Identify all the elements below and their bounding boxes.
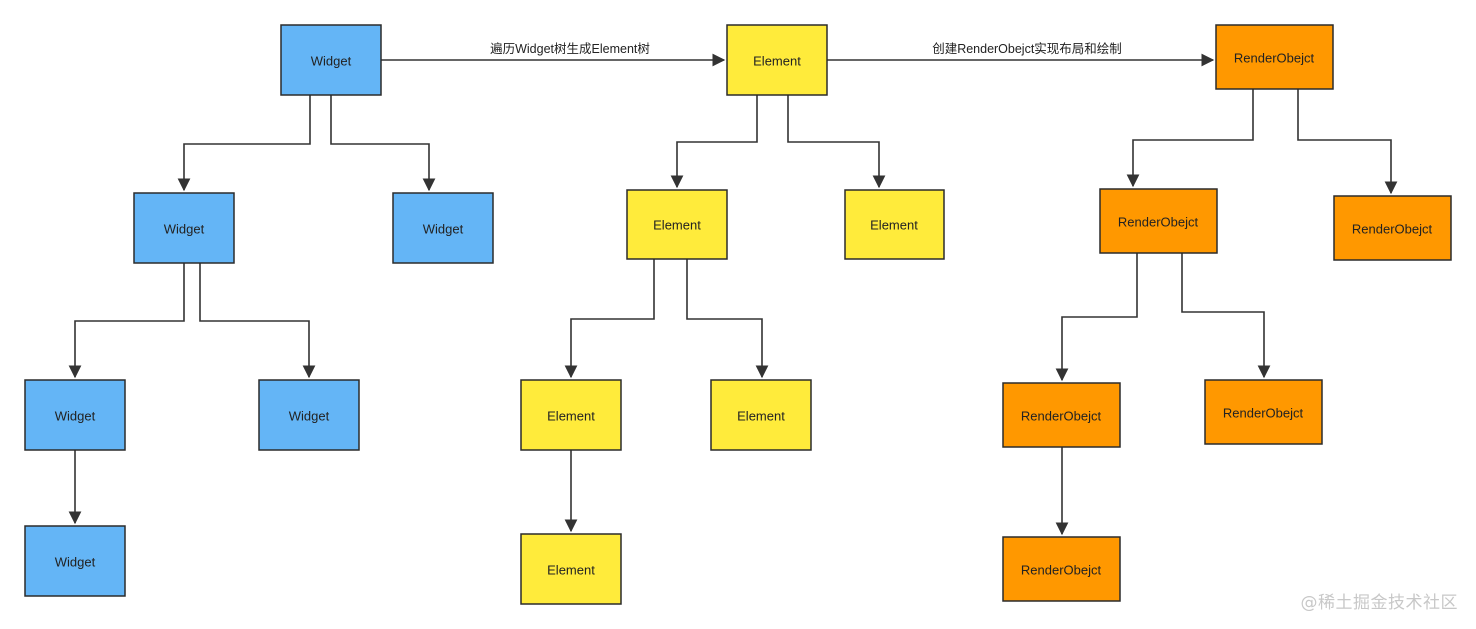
element-node: Element (844, 189, 945, 260)
edge-label-element-to-render: 创建RenderObejct实现布局和绘制 (932, 41, 1122, 56)
render-node: RenderObejct (1099, 188, 1218, 254)
edge-label-widget-to-element: 遍历Widget树生成Element树 (490, 41, 650, 56)
element-node-label: Element (753, 54, 801, 69)
element-tree: Element Element Element Element Element … (520, 24, 945, 605)
render-node: RenderObejct (1002, 382, 1121, 448)
render-node-label: RenderObejct (1021, 409, 1102, 424)
widget-node: Widget (24, 379, 126, 451)
edge-w1-w3 (330, 95, 436, 192)
element-node: Element (710, 379, 812, 451)
render-node-label: RenderObejct (1118, 215, 1199, 230)
widget-node-label: Widget (164, 222, 205, 237)
widget-tree-edges (68, 95, 436, 525)
edge-e1-e2 (670, 95, 758, 189)
widget-node: Widget (24, 525, 126, 597)
element-node-label: Element (547, 563, 595, 578)
element-node-label: Element (870, 218, 918, 233)
edge-r1-r2 (1126, 89, 1254, 188)
render-node: RenderObejct (1002, 536, 1121, 602)
element-node: Element (520, 533, 622, 605)
edge-e1-e3 (787, 95, 886, 189)
widget-node-label: Widget (289, 409, 330, 424)
element-node: Element (626, 189, 728, 260)
watermark: @稀土掘金技术社区 (1300, 593, 1458, 613)
element-node-label: Element (547, 409, 595, 424)
widget-node-label: Widget (311, 54, 352, 69)
edge-r2-r5 (1181, 253, 1271, 379)
edge-w2-w4 (68, 263, 185, 379)
widget-node: Widget (392, 192, 494, 264)
tree-transition-edges: 遍历Widget树生成Element树 创建RenderObejct实现布局和绘… (381, 41, 1215, 67)
edge-e2-e4 (564, 259, 655, 379)
edge-w2-w5 (199, 263, 316, 379)
element-node-label: Element (653, 218, 701, 233)
widget-node: Widget (258, 379, 360, 451)
render-node: RenderObejct (1333, 195, 1452, 261)
render-tree-edges (1055, 89, 1398, 536)
element-node-label: Element (737, 409, 785, 424)
edge-r1-r3 (1297, 89, 1398, 195)
widget-node-label: Widget (55, 409, 96, 424)
render-node-label: RenderObejct (1352, 222, 1433, 237)
edge-e2-e5 (686, 259, 769, 379)
render-node: RenderObejct (1204, 379, 1323, 445)
widget-tree: Widget Widget Widget Widget Widget Widge… (24, 24, 494, 597)
render-tree: RenderObejct RenderObejct RenderObejct R… (1002, 24, 1452, 602)
edge-w1-w2 (177, 95, 311, 192)
render-node-label: RenderObejct (1021, 563, 1102, 578)
render-node-label: RenderObejct (1234, 51, 1315, 66)
widget-node-label: Widget (55, 555, 96, 570)
render-node-root: RenderObejct (1215, 24, 1334, 90)
render-node-label: RenderObejct (1223, 406, 1304, 421)
element-tree-edges (564, 95, 886, 533)
widget-node: Widget (133, 192, 235, 264)
widget-node-root: Widget (280, 24, 382, 96)
element-node: Element (520, 379, 622, 451)
widget-node-label: Widget (423, 222, 464, 237)
element-node-root: Element (726, 24, 828, 96)
edge-r2-r4 (1055, 253, 1138, 382)
